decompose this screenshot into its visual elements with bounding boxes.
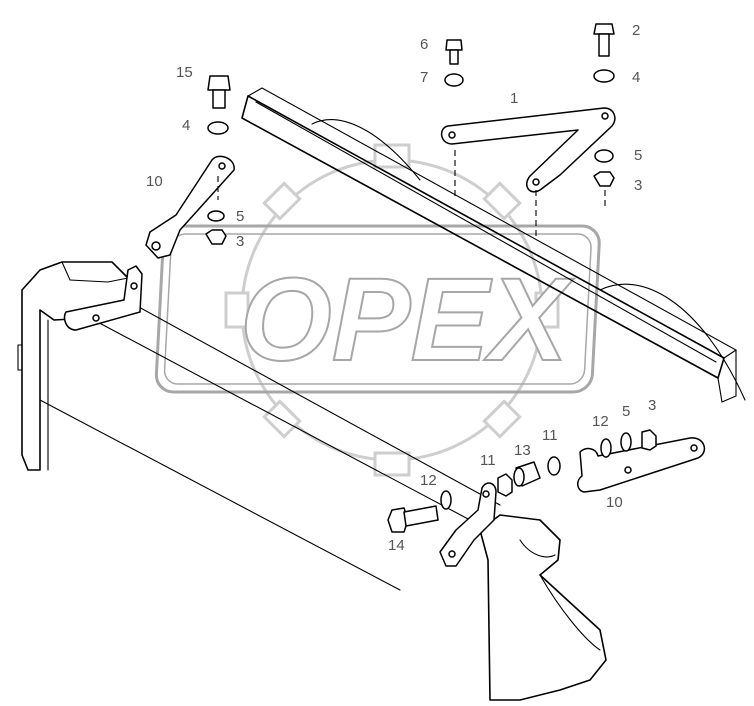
callout-5-lower: 5 — [622, 403, 630, 420]
callout-5-right: 5 — [634, 147, 642, 164]
upper-strut-part-1 — [440, 107, 616, 240]
watermark-text: OPEX — [240, 254, 574, 386]
washer-12-right — [600, 438, 612, 458]
watermark-frame-inner — [163, 233, 592, 385]
callout-4-right: 4 — [632, 69, 640, 86]
bolt-part-6 — [445, 39, 463, 65]
callout-labels: 1 2 4 5 3 6 7 15 4 10 5 3 12 5 3 11 13 1… — [146, 22, 656, 554]
opex-watermark: OPEX — [154, 143, 601, 477]
callout-12-right: 12 — [592, 413, 609, 430]
bushing-11-right — [547, 456, 561, 476]
bolt-part-14 — [387, 505, 439, 533]
washer-5-right — [594, 149, 614, 163]
callout-3-lower: 3 — [648, 397, 656, 414]
callout-3-left: 3 — [236, 233, 244, 250]
callout-12-left: 12 — [420, 472, 437, 489]
nut-3-lower — [641, 429, 657, 451]
callout-1: 1 — [510, 90, 518, 107]
bolt-part-15 — [207, 75, 231, 109]
callout-2: 2 — [632, 22, 640, 39]
callout-6: 6 — [420, 36, 428, 53]
upper-cross-beam — [241, 87, 746, 403]
callout-7: 7 — [420, 69, 428, 86]
callout-15: 15 — [176, 64, 193, 81]
callout-10-left: 10 — [146, 173, 163, 190]
nut-3-left — [205, 229, 227, 245]
lower-long-beam — [39, 299, 501, 591]
watermark-gear — [224, 143, 560, 477]
watermark-frame-outer — [154, 224, 601, 394]
washer-12-left — [440, 490, 452, 510]
callout-11-right: 11 — [542, 427, 558, 444]
bolt-part-2 — [593, 23, 615, 57]
callout-11-left: 11 — [480, 452, 496, 469]
callout-3-right: 3 — [634, 177, 642, 194]
callout-5-left: 5 — [236, 208, 244, 225]
callout-14: 14 — [388, 537, 405, 554]
left-strut-part-10 — [145, 155, 235, 259]
spacer-13 — [513, 461, 541, 487]
washer-4-right — [593, 69, 615, 83]
lower-strut-part-10 — [577, 437, 706, 493]
washer-4-left — [207, 121, 229, 135]
washer-5-left — [207, 210, 225, 222]
washer-7 — [444, 73, 464, 87]
washer-5-lower — [620, 432, 632, 452]
lower-bracket — [439, 482, 497, 567]
left-bracket — [63, 265, 143, 331]
nut-11-left — [497, 473, 513, 497]
nut-3-right — [593, 171, 615, 187]
left-frame-member — [17, 261, 129, 471]
callout-4-left: 4 — [182, 117, 190, 134]
callout-10-lower: 10 — [606, 494, 623, 511]
callout-13: 13 — [514, 442, 531, 459]
right-frame-member — [479, 514, 607, 701]
